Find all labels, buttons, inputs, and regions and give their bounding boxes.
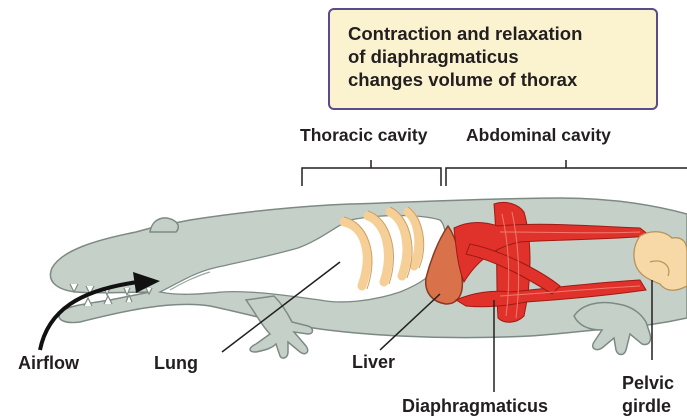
thoracic-cavity-bracket	[302, 160, 441, 186]
pelvic-girdle-label-line1: Pelvic	[622, 373, 674, 394]
diaphragmaticus-label: Diaphragmaticus	[402, 396, 548, 417]
eye-bump	[150, 218, 178, 232]
airflow-label: Airflow	[18, 353, 79, 374]
callout-line-1: Contraction and relaxation	[348, 22, 642, 45]
callout-box: Contraction and relaxation of diaphragma…	[328, 8, 658, 110]
abdominal-cavity-bracket	[446, 160, 687, 186]
liver-label: Liver	[352, 352, 395, 373]
pelvic-girdle-label-line2: girdle	[622, 396, 671, 417]
lung-label: Lung	[154, 353, 198, 374]
callout-line-2: of diaphragmaticus	[348, 45, 642, 68]
thoracic-cavity-label: Thoracic cavity	[300, 125, 427, 146]
callout-line-3: changes volume of thorax	[348, 68, 642, 91]
abdominal-cavity-label: Abdominal cavity	[466, 125, 611, 146]
